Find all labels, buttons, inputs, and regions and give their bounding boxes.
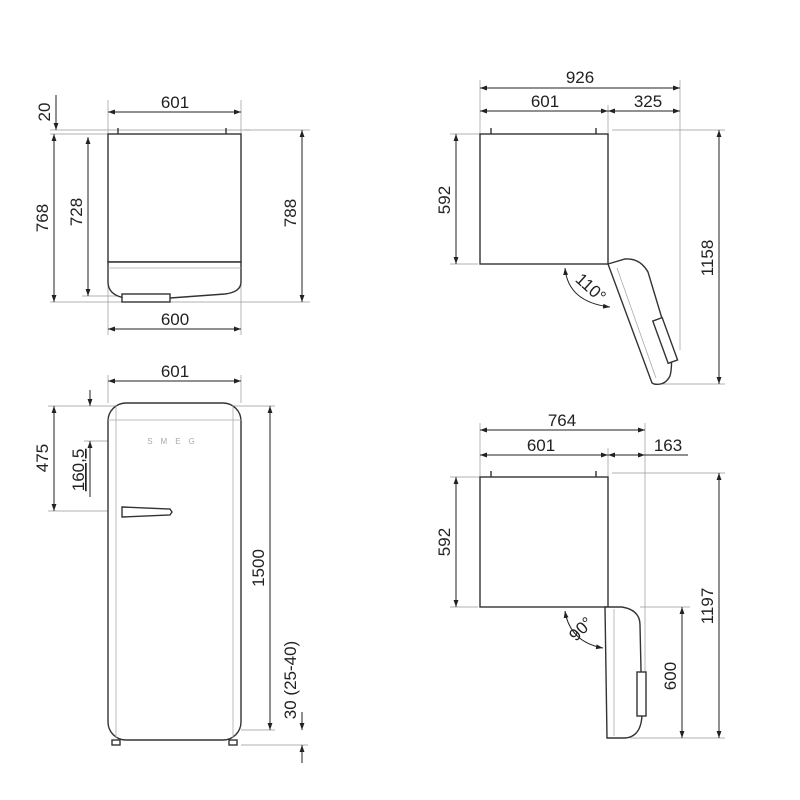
front-view: SMEG 601 475 160,5 1500 30 (25-40): [33, 362, 308, 763]
smeg-logo: SMEG: [147, 437, 203, 446]
dim-926: 926: [566, 68, 594, 87]
handle: [651, 316, 679, 365]
handle: [121, 293, 171, 303]
dim-475: 475: [33, 444, 52, 472]
handle: [636, 671, 647, 717]
dim-601: 601: [527, 436, 555, 455]
dim-592: 592: [435, 186, 454, 214]
dim-1500: 1500: [249, 549, 268, 587]
dim-601: 601: [161, 362, 189, 381]
fridge-body: [479, 476, 609, 608]
top-view-closed: 601 20 768 728 788 600: [33, 93, 310, 335]
dim-764: 764: [548, 411, 576, 430]
dim-768: 768: [33, 204, 52, 232]
dim-1158: 1158: [698, 240, 717, 277]
dim-788: 788: [281, 199, 300, 227]
dim-feet: 30 (25-40): [281, 641, 300, 719]
dim-601: 601: [531, 92, 559, 111]
dim-20: 20: [35, 103, 54, 122]
top-view-open-110: 110° 926 601 325 592 1158: [435, 68, 725, 386]
fridge-body: [479, 133, 609, 265]
dim-592: 592: [435, 528, 454, 556]
dim-728: 728: [67, 198, 86, 226]
door: [107, 261, 242, 299]
dim-160-5: 160,5: [69, 449, 88, 492]
angle-90: 90°: [565, 613, 597, 645]
dim-163: 163: [654, 436, 682, 455]
angle-110: 110°: [572, 270, 610, 307]
fridge-front: [107, 402, 242, 741]
door-handle: [121, 506, 173, 518]
dim-600: 600: [161, 310, 189, 329]
dim-1197: 1197: [698, 588, 717, 625]
top-view-open-90: 90° 764 601 163 592 600 1197: [435, 411, 725, 739]
fridge-body: [107, 133, 242, 263]
dim-600: 600: [661, 662, 680, 690]
dim-601: 601: [161, 93, 189, 112]
dim-325: 325: [634, 92, 662, 111]
